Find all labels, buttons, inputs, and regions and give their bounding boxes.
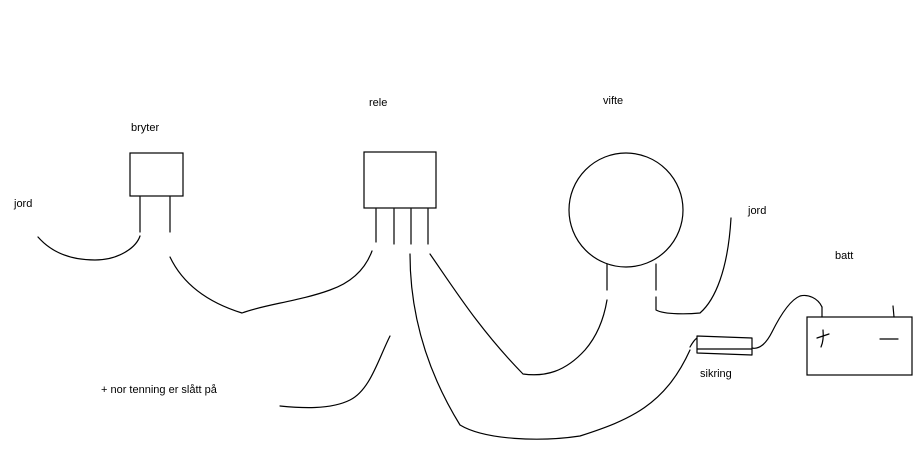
relay-box xyxy=(363,151,437,209)
fan-label: vifte xyxy=(603,95,624,107)
fan-circle xyxy=(568,152,684,268)
wire-ignition-feed xyxy=(279,335,391,409)
battery-label: batt xyxy=(835,250,854,262)
wire-ground-left xyxy=(37,235,141,261)
battery-plus-symbol xyxy=(816,329,830,348)
switch-box xyxy=(129,152,184,197)
ground-right-label: jord xyxy=(748,205,767,217)
ignition-note: + nor tenning er slått på xyxy=(101,384,217,396)
battery-terminal-minus xyxy=(892,305,895,318)
ground-left-label: jord xyxy=(14,198,33,210)
relay-label: rele xyxy=(369,97,388,109)
fuse-symbol xyxy=(689,335,753,356)
battery-box xyxy=(806,316,913,376)
wire-ground-right xyxy=(655,217,732,315)
wire-fuse-to-battery xyxy=(751,294,823,349)
wire-relay-to-fuse xyxy=(409,253,691,440)
wire-switch-to-relay xyxy=(169,250,373,314)
fuse-label: sikring xyxy=(700,368,732,380)
switch-label: bryter xyxy=(131,122,160,134)
wire-relay-to-fan xyxy=(429,253,608,376)
